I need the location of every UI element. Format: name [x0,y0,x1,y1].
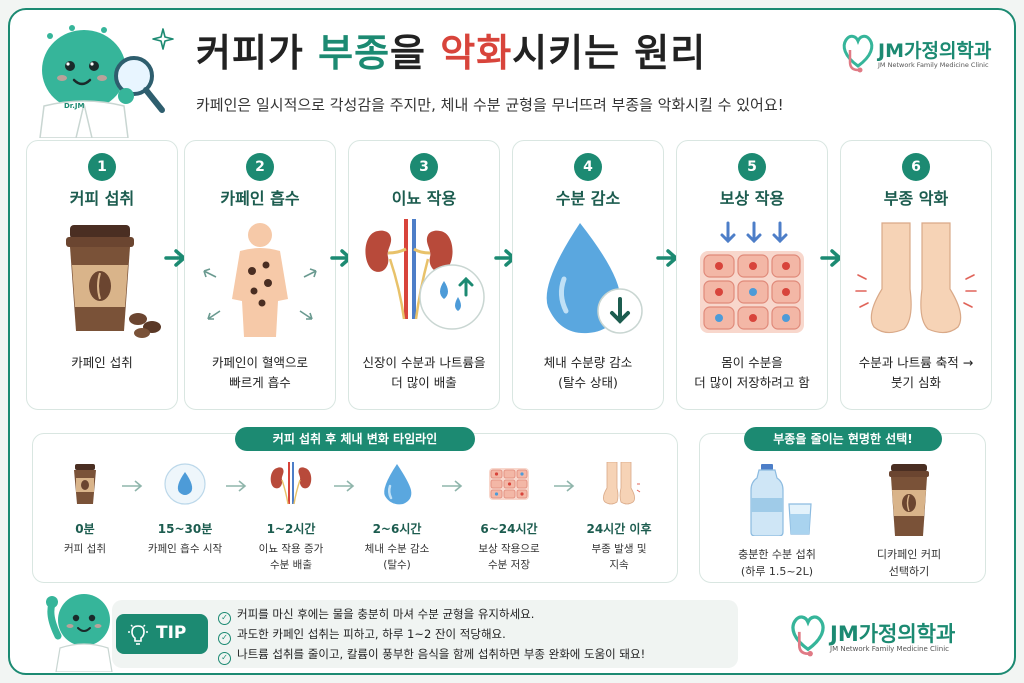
step-number: 2 [246,153,274,181]
sparkle-icon [152,28,174,50]
heart-stethoscope-icon [842,34,874,73]
timeline-title: 커피 섭취 후 체내 변화 타임라인 [235,427,475,451]
timeline-desc: 보상 작용으로 수분 저장 [478,543,540,571]
tip-label: TIP [156,623,187,643]
swollen-feet-icon [603,462,641,505]
step-description: 신장이 수분과 나트륨을 더 많이 배출 [362,355,486,390]
kidney-icon [365,219,485,330]
prevention-desc: 충분한 수분 섭취 (하루 1.5~2L) [738,548,816,578]
step-title: 수분 감소 [555,189,621,208]
prevention-item: 충분한 수분 섭취 (하루 1.5~2L) [712,464,842,580]
water-bottle-icon [750,464,812,536]
step-description: 카페인이 혈액으로 빠르게 흡수 [212,355,308,390]
arrow-right-icon [226,480,247,492]
logo-name-en: JM [878,40,904,62]
water-drop-icon [164,463,206,505]
prevention-desc: 디카페인 커피 선택하기 [876,548,942,578]
step-description: 체내 수분량 감소 (탈수 상태) [543,355,633,390]
clinic-logo-bottom: JM가정의학과 JM Network Family Medicine Clini… [786,608,986,662]
cells-icon [489,468,529,500]
timeline-item: 15~30분 카페인 흡수 시작 [133,462,237,557]
step-description: 수분과 나트륨 축적 → 붓기 심화 [858,355,974,390]
step-title: 카페인 흡수 [220,189,300,208]
mascot-badge: Dr.JM [64,102,85,110]
step-title: 보상 작용 [719,189,785,208]
timeline-time: 24시간 이후 [586,522,652,536]
coffee-cup-icon [74,464,96,504]
water-drop-icon [384,464,412,505]
tip-badge: TIP [116,614,208,654]
timeline-item: 0분 커피 섭취 [33,462,137,557]
body-absorption-icon [203,223,317,337]
timeline-time: 2~6시간 [372,522,422,536]
timeline-item: 1~2시간 이뇨 작용 증가 수분 배출 [239,462,343,573]
timeline-desc: 카페인 흡수 시작 [147,543,223,555]
check-icon: ✓ [218,652,231,665]
waving-mascot-icon [46,594,113,672]
step-title: 부종 악화 [883,189,949,208]
check-icon: ✓ [218,632,231,645]
page-subtitle: 카페인은 일시적으로 각성감을 주지만, 체내 수분 균형을 무너뜨려 부종을 … [196,96,784,114]
step-number: 3 [410,153,438,181]
kidney-icon [270,462,312,505]
arrow-right-icon [554,480,575,492]
step-card-6: 6 부종 악화 수분과 나트륨 축적 → 붓기 심화 [840,140,992,410]
prevention-panel: 부종을 줄이는 현명한 선택! 충분한 수분 섭취 (하루 1.5~2L) 디카… [699,427,986,583]
clinic-logo: JM가정의학과 JM Network Family Medicine Clini… [838,28,1008,78]
logo-name-ko: 가정의학과 [903,40,992,62]
timeline-desc: 이뇨 작용 증가 수분 배출 [258,543,324,571]
decaf-coffee-icon [889,464,929,536]
coffee-cup-icon [66,225,161,338]
tip-item: ✓커피를 마신 후에는 물을 충분히 마셔 수분 균형을 유지하세요. [218,606,534,625]
doctor-mascot-icon [39,25,165,138]
timeline-time: 15~30분 [157,522,213,536]
step-card-3: 3 이뇨 작용 신장이 수분과 나트륨을 더 많이 배출 [348,140,500,410]
timeline-desc: 부종 발생 및 지속 [591,543,647,571]
step-card-2: 2 카페인 흡수 카페인이 혈액으로 빠르게 흡수 [184,140,336,410]
tip-panel: TIP ✓커피를 마신 후에는 물을 충분히 마셔 수분 균형을 유지하세요. … [112,600,738,668]
prevention-item: 디카페인 커피 선택하기 [844,464,974,580]
step-description: 몸이 수분을 더 많이 저장하려고 함 [694,355,810,390]
timeline-desc: 체내 수분 감소 (탈수) [364,543,430,571]
step-number: 4 [574,153,602,181]
step-card-5: 5 보상 작용 몸이 수분을 더 많이 저장하려고 함 [676,140,828,410]
check-icon: ✓ [218,612,231,625]
swollen-feet-icon [855,222,977,334]
timeline-item: 2~6시간 체내 수분 감소 (탈수) [345,462,449,573]
timeline-item: 24시간 이후 부종 발생 및 지속 [567,462,671,573]
step-description: 카페인 섭취 [71,355,133,370]
arrow-right-icon [122,480,143,492]
water-drop-icon [546,223,643,334]
lightbulb-icon [128,624,148,645]
arrow-right-icon [442,480,463,492]
step-number: 6 [902,153,930,181]
step-title: 커피 섭취 [69,189,135,208]
tip-item: ✓나트륨 섭취를 줄이고, 칼륨이 풍부한 음식을 함께 섭취하면 부종 완화에… [218,646,645,665]
timeline-item: 6~24시간 보상 작용으로 수분 저장 [457,462,561,573]
heart-stethoscope-icon [791,615,825,657]
timeline-time: 6~24시간 [480,522,538,536]
step-title: 이뇨 작용 [391,189,457,208]
step-card-4: 4 수분 감소 체내 수분량 감소 (탈수 상태) [512,140,664,410]
cells-icon [700,221,804,333]
prevention-title: 부종을 줄이는 현명한 선택! [744,427,942,451]
step-number: 5 [738,153,766,181]
timeline-panel: 커피 섭취 후 체내 변화 타임라인 0분 커피 섭취 15~30분 카페인 흡… [32,427,678,583]
timeline-time: 1~2시간 [266,522,316,536]
page-title: 커피가 부종을 악화시키는 원리 [196,31,707,75]
timeline-desc: 커피 섭취 [64,543,106,555]
logo-name-en: JM [830,622,859,646]
tip-item: ✓과도한 카페인 섭취는 피하고, 하루 1~2 잔이 적당해요. [218,626,506,645]
step-number: 1 [88,153,116,181]
logo-subtitle: JM Network Family Medicine Clinic [878,61,989,69]
timeline-time: 0분 [75,522,95,536]
step-card-1: 1 커피 섭취 카페인 섭취 [26,140,178,410]
arrow-right-icon [334,480,355,492]
logo-name-ko: 가정의학과 [858,622,956,646]
logo-subtitle: JM Network Family Medicine Clinic [830,645,950,653]
